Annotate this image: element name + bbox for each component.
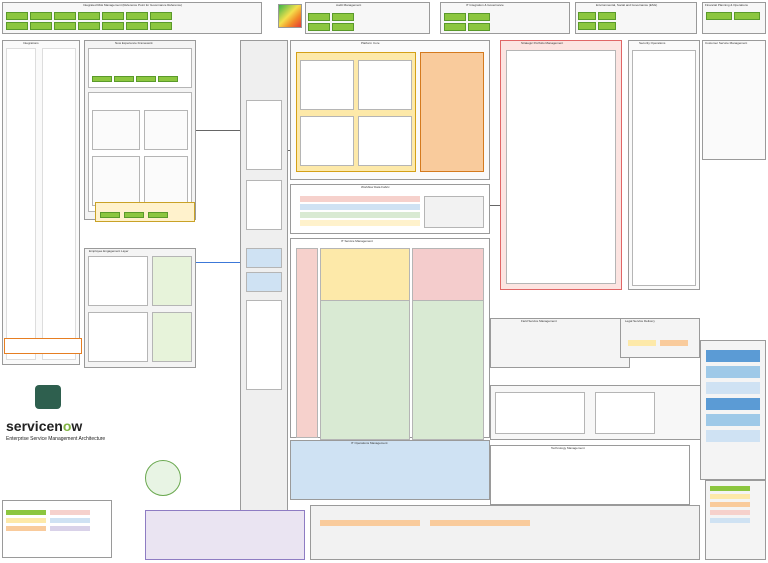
legal-ops-panel: Legal Service Delivery — [620, 318, 700, 358]
badge-icon — [35, 385, 61, 409]
it-service-title: IT Service Management — [341, 240, 373, 243]
hub-circle-icon — [145, 460, 181, 496]
page-title: Enterprise Service Management Architectu… — [6, 436, 106, 442]
security-ops-title: Security Operations — [639, 42, 666, 45]
platform-core-title: Platform Core — [361, 42, 380, 45]
legal-ops-title: Legal Service Delivery — [625, 320, 655, 323]
field-service-title: Field Service Management — [521, 320, 557, 323]
employee-engagement-title: Employee Engagement Layer — [89, 250, 129, 253]
top-band-finance-title: Financial Planning & Operations — [705, 4, 748, 7]
bottom-tech-panel — [310, 505, 700, 560]
now-experience-title: Now Experience Framework — [115, 42, 153, 45]
top-band-audit-title: Audit Management — [336, 4, 362, 7]
ops-mgmt-title: IT Operations Management — [351, 442, 388, 445]
field-service-panel: Field Service Management — [490, 318, 630, 368]
orange-note — [4, 338, 82, 354]
screens-panel — [700, 340, 766, 480]
tech-mgmt-panel: Technology Management — [490, 445, 690, 505]
customer-service-title: Customer Service Management — [705, 42, 748, 45]
top-band-esg-title: Environmental, Social and Governance (ES… — [596, 4, 658, 7]
support-band — [95, 202, 195, 222]
top-band-itig-title: IT Integration & Governance — [466, 4, 504, 7]
bottom-purple-panel — [145, 510, 305, 560]
risk-heatmap — [278, 4, 302, 28]
workflow-data-fabric-title: Workflow Data Fabric — [361, 186, 390, 189]
ops-mgmt-panel: IT Operations Management — [290, 440, 490, 500]
digital-portfolio-title: Strategic Portfolio Management — [521, 42, 564, 45]
customer-service-panel: Customer Service Management — [702, 40, 766, 160]
top-band-irm-title: Integrated Risk Management (Reference Po… — [83, 4, 183, 7]
tech-mgmt-title: Technology Management — [551, 447, 585, 450]
left-integrations-title: Integrations — [23, 42, 39, 45]
servicenow-logo: servicenow — [6, 418, 83, 434]
